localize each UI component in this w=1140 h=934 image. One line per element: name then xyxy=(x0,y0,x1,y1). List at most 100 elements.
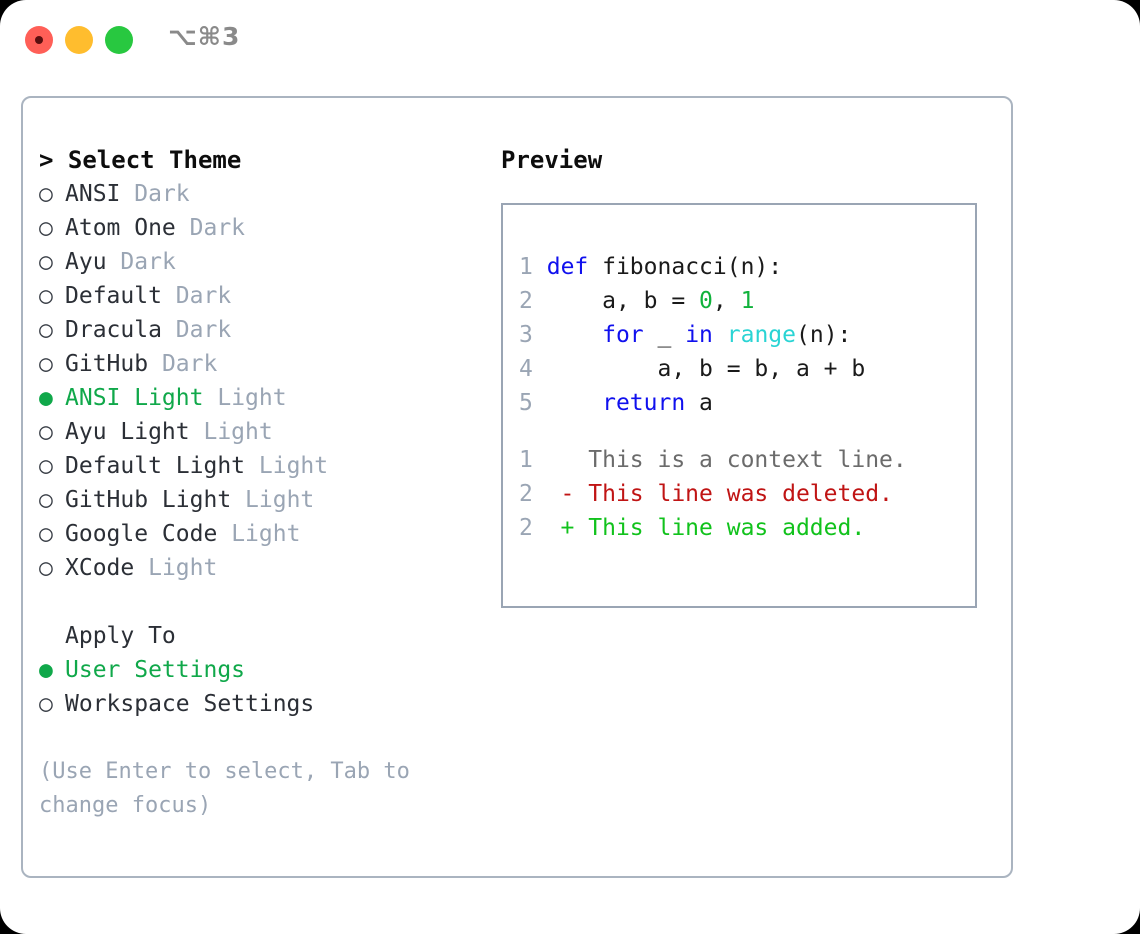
code-line: 1 def fibonacci(n): xyxy=(519,250,865,284)
code-line: 2 a, b = 0, 1 xyxy=(519,284,865,318)
theme-list-item[interactable]: ○Ayu Dark xyxy=(39,245,479,279)
theme-name-label: GitHub Light xyxy=(65,487,232,513)
theme-name-label: GitHub xyxy=(65,351,149,377)
spacer xyxy=(203,385,217,411)
theme-name-label: ANSI xyxy=(65,181,121,207)
diff-line: 1 This is a context line. xyxy=(519,443,907,477)
radio-unselected-icon[interactable]: ○ xyxy=(39,317,53,343)
code-line-number: 2 xyxy=(519,288,533,314)
theme-variant-label: Dark xyxy=(175,317,232,343)
theme-name-label: Atom One xyxy=(65,215,176,241)
code-token: _ xyxy=(643,322,686,348)
diff-line: 2 + This line was added. xyxy=(519,511,907,545)
radio-unselected-icon[interactable]: ○ xyxy=(39,691,53,717)
code-token xyxy=(547,322,602,348)
radio-unselected-icon[interactable]: ○ xyxy=(39,215,53,241)
radio-unselected-icon[interactable]: ○ xyxy=(39,453,53,479)
minimize-button[interactable] xyxy=(65,26,93,54)
theme-variant-label: Light xyxy=(217,385,287,411)
theme-list-item[interactable]: ○ ANSI Dark xyxy=(39,177,479,211)
apply-to-label: User Settings xyxy=(65,657,246,683)
code-line: 3 for _ in range(n): xyxy=(519,318,865,352)
gutter-gap xyxy=(533,356,547,382)
apply-to-label: Workspace Settings xyxy=(65,691,315,717)
theme-list-item[interactable]: ○ Default Dark xyxy=(39,279,479,313)
gutter-gap xyxy=(533,390,547,416)
maximize-button[interactable] xyxy=(105,26,133,54)
code-line-number: 3 xyxy=(519,322,533,348)
radio-unselected-icon[interactable]: ○ xyxy=(39,487,53,513)
keyboard-hint-text: (Use Enter to select, Tab to change focu… xyxy=(39,759,424,818)
radio-selected-icon[interactable]: ● xyxy=(39,385,53,411)
diff-line-number: 1 xyxy=(519,447,533,473)
gutter-gap xyxy=(533,322,547,348)
recording-indicator-icon xyxy=(35,36,43,44)
theme-list-item[interactable]: ●ANSI Light Light xyxy=(39,381,479,415)
code-token: return xyxy=(602,390,686,416)
theme-variant-label: Light xyxy=(245,487,315,513)
code-line: 5 return a xyxy=(519,386,865,420)
theme-variant-label: Light xyxy=(231,521,301,547)
keyboard-shortcut-label: ⌥⌘3 xyxy=(168,22,241,51)
preview-title: Preview xyxy=(501,146,603,174)
theme-list-item[interactable]: ○ XCode Light xyxy=(39,551,479,585)
theme-variant-label: Dark xyxy=(175,283,232,309)
spacer xyxy=(231,487,245,513)
code-token: in xyxy=(685,322,713,348)
diff-marker xyxy=(533,447,588,473)
code-token: def xyxy=(546,254,589,280)
diff-line: 2 - This line was deleted. xyxy=(519,477,907,511)
diff-line-number: 2 xyxy=(519,481,533,507)
theme-list-item[interactable]: ○Atom One Dark xyxy=(39,211,479,245)
spacer xyxy=(217,521,231,547)
theme-list-item[interactable]: ○ GitHub Light Light xyxy=(39,483,479,517)
code-token: range xyxy=(726,322,797,348)
radio-unselected-icon[interactable]: ○ xyxy=(39,181,53,207)
apply-to-option[interactable]: ○ Workspace Settings xyxy=(39,687,479,721)
apply-to-option[interactable]: ● User Settings xyxy=(39,653,479,687)
preview-pane: Preview 1 def fibonacci(n):2 a, b = 0, 1… xyxy=(501,143,991,608)
theme-name-label: Default Light xyxy=(65,453,246,479)
radio-unselected-icon[interactable]: ○ xyxy=(39,419,53,445)
theme-list-item[interactable]: ○Default Light Light xyxy=(39,449,479,483)
theme-selection-pane: > Select Theme ○ANSI Dark○Atom One Dark○… xyxy=(39,143,479,823)
theme-name-label: Ayu Light xyxy=(65,419,190,445)
code-line-number: 4 xyxy=(519,356,533,382)
spacer xyxy=(148,351,162,377)
theme-list-item[interactable]: ○ Ayu Light Light xyxy=(39,415,479,449)
spacer xyxy=(176,215,190,241)
dialog-frame: > Select Theme ○ANSI Dark○Atom One Dark○… xyxy=(21,96,1013,878)
theme-name-label: Ayu xyxy=(65,249,107,275)
theme-name-label: Default xyxy=(65,283,162,309)
apply-to-list[interactable]: ● User Settings ○ Workspace Settings xyxy=(39,653,479,721)
theme-name-label: XCode xyxy=(65,555,135,581)
spacer xyxy=(134,555,148,581)
theme-name-label: Dracula xyxy=(65,317,162,343)
code-line-number: 1 xyxy=(519,254,533,280)
gutter-gap xyxy=(533,254,547,280)
code-token: for xyxy=(602,322,644,348)
theme-variant-label: Dark xyxy=(134,181,190,207)
code-token: a xyxy=(685,390,713,416)
theme-variant-label: Light xyxy=(203,419,273,445)
diff-line-number: 2 xyxy=(519,515,533,541)
spacer xyxy=(245,453,259,479)
spacer xyxy=(107,249,121,275)
radio-unselected-icon[interactable]: ○ xyxy=(39,351,53,377)
theme-list-item[interactable]: ○Google Code Light xyxy=(39,517,479,551)
code-token: 1 xyxy=(740,288,755,314)
code-token: fibonacci(n): xyxy=(588,254,783,280)
radio-selected-icon[interactable]: ● xyxy=(39,657,53,683)
radio-unselected-icon[interactable]: ○ xyxy=(39,283,53,309)
theme-variant-label: Dark xyxy=(161,351,218,377)
radio-unselected-icon[interactable]: ○ xyxy=(39,521,53,547)
diff-text: This line was added. xyxy=(588,515,866,541)
code-line-number: 5 xyxy=(519,390,533,416)
theme-list[interactable]: ○ ANSI Dark ○ Atom One Dark ○ Ayu Dark ○ Defaul… xyxy=(39,177,479,585)
radio-unselected-icon[interactable]: ○ xyxy=(39,555,53,581)
radio-unselected-icon[interactable]: ○ xyxy=(39,249,53,275)
theme-variant-label: Light xyxy=(148,555,218,581)
theme-list-item[interactable]: ○ GitHub Dark xyxy=(39,347,479,381)
theme-list-item[interactable]: ○ Dracula Dark xyxy=(39,313,479,347)
